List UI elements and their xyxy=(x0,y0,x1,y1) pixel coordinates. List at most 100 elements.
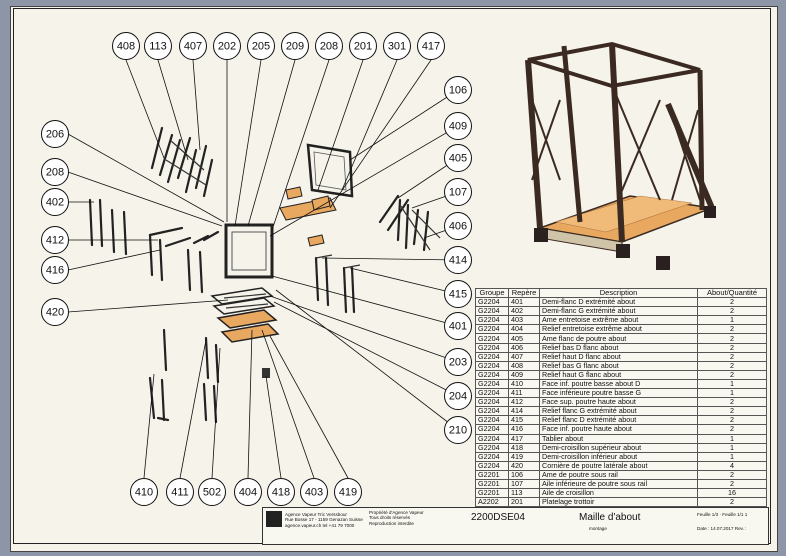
balloon-label: 409 xyxy=(449,121,467,133)
part-main-frame xyxy=(224,223,274,279)
balloon-label: 417 xyxy=(422,41,440,53)
balloon-circle xyxy=(444,348,472,376)
bom-cell-description: Face inférieure poutre basse G xyxy=(539,388,698,399)
bom-cell-description: Demi-croisillon inférieur about xyxy=(539,451,698,462)
bom-cell-group: G2204 xyxy=(475,297,509,308)
balloon-209: 209 xyxy=(281,32,309,60)
bom-cell-quantity: 2 xyxy=(697,497,767,508)
balloon-label: 402 xyxy=(46,197,64,209)
balloon-403: 403 xyxy=(300,478,328,506)
balloon-label: 411 xyxy=(171,487,189,499)
balloon-label: 414 xyxy=(449,255,467,267)
bom-cell-quantity: 16 xyxy=(697,488,767,499)
balloon-411: 411 xyxy=(166,478,194,506)
bom-cell-quantity: 1 xyxy=(697,433,767,444)
bom-cell-quantity: 2 xyxy=(697,415,767,426)
balloon-circle xyxy=(334,478,362,506)
balloon-circle xyxy=(300,478,328,506)
bom-cell-description: Ame flanc de poutre about xyxy=(539,333,698,344)
balloon-circle xyxy=(349,32,377,60)
bom-cell-description: Platelage trottoir xyxy=(539,497,698,508)
balloon-402: 402 xyxy=(41,188,69,216)
bom-cell-ref: 410 xyxy=(508,378,540,390)
part-right-verticals xyxy=(314,254,361,314)
balloon-label: 401 xyxy=(449,321,467,333)
bom-cell-group: G2204 xyxy=(475,360,509,371)
balloon-416: 416 xyxy=(41,256,69,284)
bom-cell-quantity: 1 xyxy=(697,442,767,453)
title-block: Agence Vapeur Tric Verssbour Rue Bosse 1… xyxy=(262,507,769,545)
balloon-circle xyxy=(444,178,472,206)
bom-cell-description: Relief haut D flanc about xyxy=(539,351,698,362)
balloon-label: 412 xyxy=(46,235,64,247)
bom-cell-description: Demi-flanc D extrémité about xyxy=(539,297,698,308)
company-info: Agence Vapeur Tric Verssbour Rue Bosse 1… xyxy=(285,512,363,528)
balloon-label: 403 xyxy=(305,487,323,499)
bom-header-description: Description xyxy=(539,287,698,299)
bom-cell-quantity: 1 xyxy=(697,451,767,462)
balloon-418: 418 xyxy=(267,478,295,506)
bom-cell-group: G2204 xyxy=(475,424,509,435)
bom-cell-ref: 402 xyxy=(508,306,540,317)
bom-cell-group: A2202 xyxy=(475,497,509,508)
balloon-circle xyxy=(41,120,69,148)
balloon-circle xyxy=(444,76,472,104)
drawing-title: Maille d'about xyxy=(579,512,641,523)
drawing-subtitle: montage xyxy=(589,526,607,531)
isometric-3d-view xyxy=(525,41,716,270)
bom-cell-ref: 405 xyxy=(508,333,540,344)
bom-cell-ref: 201 xyxy=(508,497,540,508)
bom-cell-group: G2204 xyxy=(475,333,509,344)
balloon-label: 206 xyxy=(46,129,64,141)
balloon-label: 210 xyxy=(449,425,467,437)
bom-cell-description: Face inf. poutre basse about D xyxy=(539,378,698,390)
bom-cell-ref: 107 xyxy=(508,478,540,490)
bom-cell-group: G2204 xyxy=(475,415,509,426)
bom-cell-group: G2204 xyxy=(475,397,509,408)
bom-cell-group: G2204 xyxy=(475,306,509,317)
balloon-label: 209 xyxy=(286,41,304,53)
bom-cell-ref: 414 xyxy=(508,406,540,417)
bom-cell-description: Ame de poutre sous rail xyxy=(539,469,698,480)
balloon-circle xyxy=(179,32,207,60)
bom-header-row: Groupe Repère Description About/Quantité xyxy=(475,287,767,299)
bom-cell-description: Face inf. poutre haute about xyxy=(539,424,698,435)
balloon-label: 407 xyxy=(184,41,202,53)
part-wood-plates xyxy=(279,186,337,247)
balloon-label: 106 xyxy=(449,85,467,97)
balloon-406: 406 xyxy=(444,212,472,240)
balloon-301: 301 xyxy=(383,32,411,60)
balloon-circle xyxy=(41,256,69,284)
balloon-circle xyxy=(213,32,241,60)
bom-cell-group: G2204 xyxy=(475,342,509,353)
balloon-404: 404 xyxy=(234,478,262,506)
balloon-circle xyxy=(444,382,472,410)
balloon-circle xyxy=(444,280,472,308)
balloon-label: 107 xyxy=(449,187,467,199)
bom-cell-quantity: 2 xyxy=(697,424,767,435)
bom-cell-ref: 411 xyxy=(508,388,540,399)
bom-cell-ref: 113 xyxy=(508,488,540,499)
balloon-label: 416 xyxy=(46,265,64,277)
bom-cell-description: Ame entretoise extrême about xyxy=(539,315,698,326)
bom-cell-ref: 403 xyxy=(508,315,540,326)
bom-cell-description: Cornière de poutre latérale about xyxy=(539,460,698,471)
balloon-label: 208 xyxy=(320,41,338,53)
bom-cell-description: Relief bas G flanc about xyxy=(539,360,698,371)
balloon-label: 404 xyxy=(239,487,257,499)
bom-cell-group: G2204 xyxy=(475,433,509,444)
bom-cell-ref: 420 xyxy=(508,460,540,471)
bom-cell-ref: 412 xyxy=(508,397,540,408)
balloon-circle xyxy=(444,312,472,340)
bom-cell-ref: 418 xyxy=(508,442,540,453)
rights-info: Propriété d'Agence Vapeur Tous droits ré… xyxy=(369,510,424,526)
balloon-circle xyxy=(444,246,472,274)
balloon-circle xyxy=(234,478,262,506)
